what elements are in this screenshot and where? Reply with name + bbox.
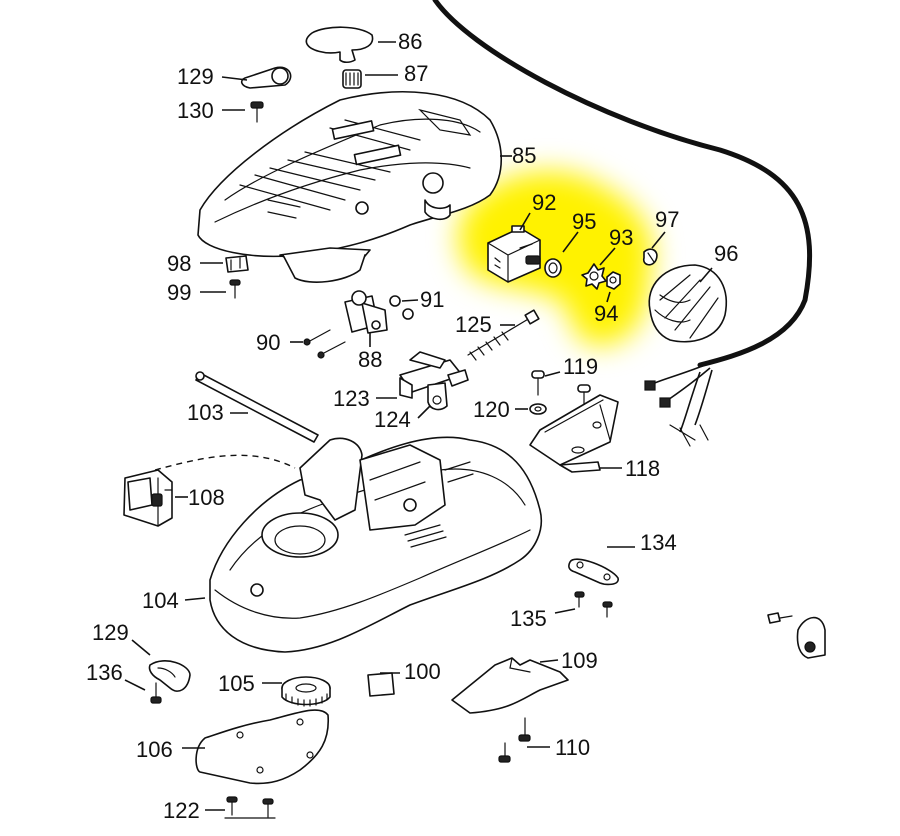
part-99-screw [200, 279, 241, 299]
part-97-cap [642, 231, 666, 266]
part-129-clamp-bottom [131, 639, 191, 692]
part-106-bottom-plate [182, 709, 330, 785]
callout-88: 88 [358, 347, 382, 372]
callout-136: 136 [86, 660, 123, 685]
part-93-star-washer [581, 247, 616, 290]
part-98-clip [200, 255, 249, 273]
part-96-knob [648, 264, 727, 343]
highlight-region [458, 171, 653, 346]
callout-103: 103 [187, 400, 224, 425]
part-87-knob [342, 69, 398, 89]
callout-86: 86 [398, 29, 422, 54]
part-136-screw [124, 679, 162, 704]
part-119-screws [531, 370, 591, 411]
callout-labels: 86 87 129 130 85 92 95 93 97 96 94 98 99… [86, 29, 738, 823]
callout-124: 124 [374, 407, 411, 432]
part-92-switch [487, 212, 541, 283]
callout-129-bottom: 129 [92, 620, 129, 645]
callout-110: 110 [555, 735, 590, 760]
callout-122: 122 [163, 798, 200, 823]
callout-97: 97 [655, 207, 679, 232]
callout-91: 91 [420, 287, 444, 312]
callout-98: 98 [167, 251, 191, 276]
callout-85: 85 [512, 143, 536, 168]
part-109-gasket [451, 657, 569, 714]
callout-100: 100 [404, 659, 441, 684]
callout-130: 130 [177, 98, 214, 123]
callout-105: 105 [218, 671, 255, 696]
callout-87: 87 [404, 61, 428, 86]
part-105-gear-nut [262, 676, 331, 707]
part-134-plate [568, 546, 635, 586]
callout-129-top: 129 [177, 64, 214, 89]
partial-parts-right-edge [767, 612, 826, 659]
callout-123: 123 [333, 386, 370, 411]
part-100-pad [367, 672, 400, 697]
part-86-handle [305, 26, 396, 64]
callout-118: 118 [625, 456, 660, 481]
callout-90: 90 [256, 330, 280, 355]
part-85-top-cover [197, 91, 512, 283]
callout-119: 119 [563, 354, 598, 379]
part-129-clamp-top [221, 66, 292, 89]
part-130-screw [222, 101, 264, 123]
part-103-shaft [195, 371, 319, 443]
part-91-nuts [389, 295, 419, 320]
part-120-washer [515, 403, 547, 415]
part-94-nut [606, 271, 621, 303]
part-118-plate [529, 394, 622, 473]
part-135-screws [554, 591, 613, 618]
callout-135: 135 [510, 606, 547, 631]
part-88-micro-switch [344, 290, 388, 347]
callout-96: 96 [714, 241, 738, 266]
callout-104: 104 [142, 588, 179, 613]
callout-108: 108 [188, 485, 225, 510]
part-110-screws [498, 717, 550, 763]
callout-134: 134 [640, 530, 677, 555]
part-95-washer [544, 231, 579, 278]
callout-109: 109 [561, 648, 598, 673]
callout-92: 92 [532, 190, 556, 215]
part-124-bracket [376, 351, 469, 419]
callout-106: 106 [136, 737, 173, 762]
part-108-rocker-switch [123, 454, 296, 527]
callout-99: 99 [167, 280, 191, 305]
part-122-screws [205, 796, 276, 819]
part-104-housing [184, 436, 542, 653]
callout-120: 120 [473, 397, 510, 422]
part-125-bolt [467, 309, 540, 361]
power-cable [432, 0, 813, 447]
callout-125: 125 [455, 312, 492, 337]
callout-95: 95 [572, 209, 596, 234]
callout-94: 94 [594, 301, 618, 326]
callout-93: 93 [609, 225, 633, 250]
part-90-screws [290, 329, 346, 359]
